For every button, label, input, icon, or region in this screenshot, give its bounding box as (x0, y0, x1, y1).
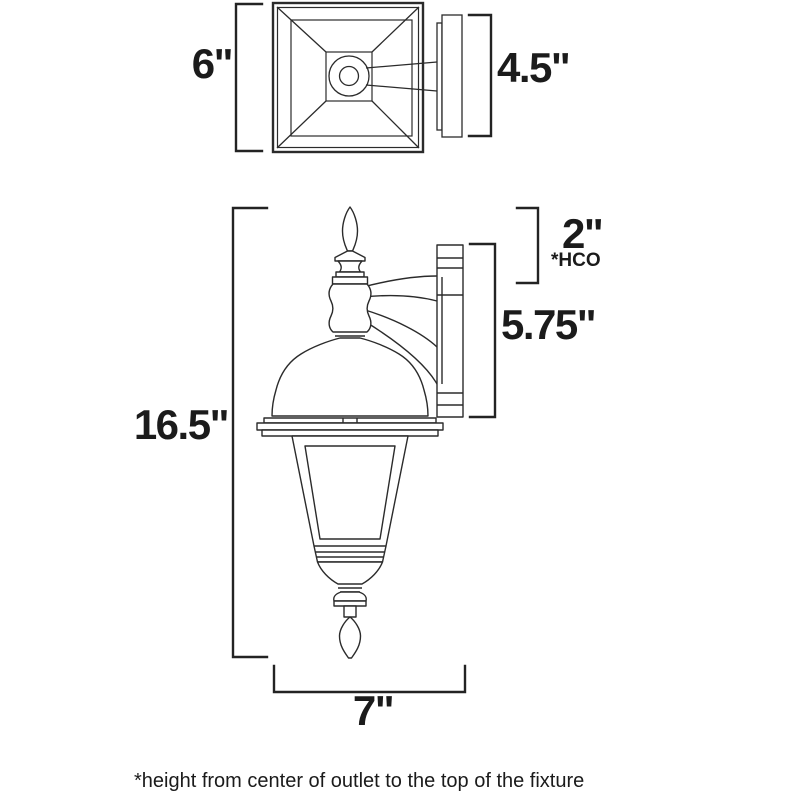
hco-value-label: 2" (562, 210, 604, 257)
fixture-height-label: 16.5" (133, 401, 230, 448)
top-view-height-label: 6" (191, 40, 234, 87)
hco-footnote: *height from center of outlet to the top… (134, 770, 585, 792)
top-finial (331, 206, 369, 285)
dome-collar (256, 417, 444, 437)
finial-base-circle (328, 55, 370, 97)
top-view-drawing (271, 1, 463, 154)
hco-bracket (515, 206, 540, 285)
bottom-base (313, 545, 387, 618)
roof-apex-square (325, 51, 373, 102)
backplate-flange-top-view (436, 22, 443, 131)
backplate-top-view (441, 14, 463, 138)
roof-ridge-line (276, 100, 327, 149)
hco-abbr-label: *HCO (551, 250, 601, 271)
fixture-height-bracket (231, 206, 269, 659)
top-view-depth-label: 4.5" (497, 44, 571, 91)
roof-ridge-line (371, 6, 420, 53)
top-view-depth-bracket (467, 13, 493, 138)
lantern-body (291, 435, 409, 547)
backplate-height-label: 5.75" (501, 301, 597, 348)
roof-outer-square (271, 1, 425, 154)
mount-arm-bottom-edge (365, 84, 438, 92)
glass-panel (304, 445, 396, 540)
backplate-height-bracket (468, 242, 497, 419)
fixture-width-label: 7" (352, 687, 395, 734)
fixture-width-bracket (272, 664, 467, 694)
side-view-drawing (256, 206, 464, 659)
roof-base-square (290, 19, 413, 137)
backplate-side-view (436, 244, 464, 418)
roof-outer-inset-square (276, 6, 420, 149)
roof-ridge-line (371, 100, 420, 149)
top-view-height-bracket (234, 2, 264, 153)
mount-arm-top-edge (365, 61, 438, 69)
finial-tip-circle (338, 65, 360, 87)
neck-urn (328, 283, 372, 337)
dimension-brackets (231, 2, 540, 694)
roof-ridge-line (276, 6, 327, 53)
bell-dome (271, 337, 429, 417)
bottom-finial (338, 616, 362, 659)
